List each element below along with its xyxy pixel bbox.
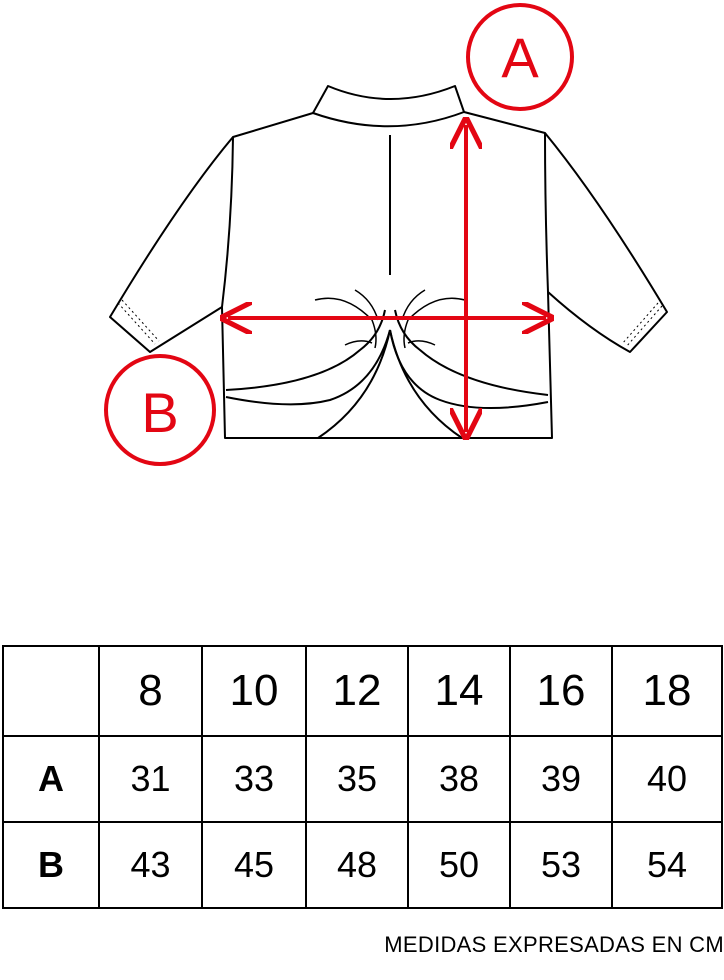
value-cell: 39 — [509, 735, 613, 823]
blouse-outline — [109, 85, 668, 439]
callout-a-label: A — [501, 26, 539, 89]
left-sleeve — [109, 136, 234, 353]
callout-b-circle — [104, 354, 216, 466]
value-cell: 38 — [407, 735, 511, 823]
callout-b: B — [104, 354, 216, 466]
units-note: MEDIDAS EXPRESADAS EN CM — [384, 932, 724, 957]
size-header-row: 8 10 12 14 16 18 — [2, 645, 723, 737]
garment-diagram: A B — [104, 3, 668, 466]
measurement-arrows — [228, 125, 546, 432]
size-cell: 14 — [407, 645, 511, 737]
size-cell: 16 — [509, 645, 613, 737]
callout-b-label: B — [141, 381, 178, 444]
value-cell: 33 — [201, 735, 307, 823]
value-cell: 40 — [611, 735, 723, 823]
hem-curve-right — [389, 329, 463, 439]
twist-front-right — [394, 309, 549, 396]
blouse-body — [221, 111, 553, 439]
corner-cell — [2, 645, 100, 737]
size-cell: 10 — [201, 645, 307, 737]
measurement-row-b: B 43 45 48 50 53 54 — [2, 821, 723, 909]
collar — [312, 85, 465, 128]
size-table: 8 10 12 14 16 18 A 31 33 35 38 39 40 B 4… — [2, 645, 723, 909]
value-cell: 54 — [611, 821, 723, 909]
twist-front-left — [225, 309, 386, 391]
row-label: A — [2, 735, 100, 823]
measurement-row-a: A 31 33 35 38 39 40 — [2, 735, 723, 823]
value-cell: 48 — [305, 821, 409, 909]
callout-a-circle — [466, 3, 574, 111]
hem-curve-left — [317, 329, 391, 439]
row-label: B — [2, 821, 100, 909]
value-cell: 45 — [201, 821, 307, 909]
size-cell: 18 — [611, 645, 723, 737]
size-cell: 12 — [305, 645, 409, 737]
value-cell: 50 — [407, 821, 511, 909]
callout-a: A — [466, 3, 574, 111]
twist-drape-left — [225, 329, 391, 406]
value-cell: 43 — [98, 821, 203, 909]
size-cell: 8 — [98, 645, 203, 737]
value-cell: 31 — [98, 735, 203, 823]
value-cell: 35 — [305, 735, 409, 823]
right-sleeve — [544, 132, 668, 353]
value-cell: 53 — [509, 821, 613, 909]
